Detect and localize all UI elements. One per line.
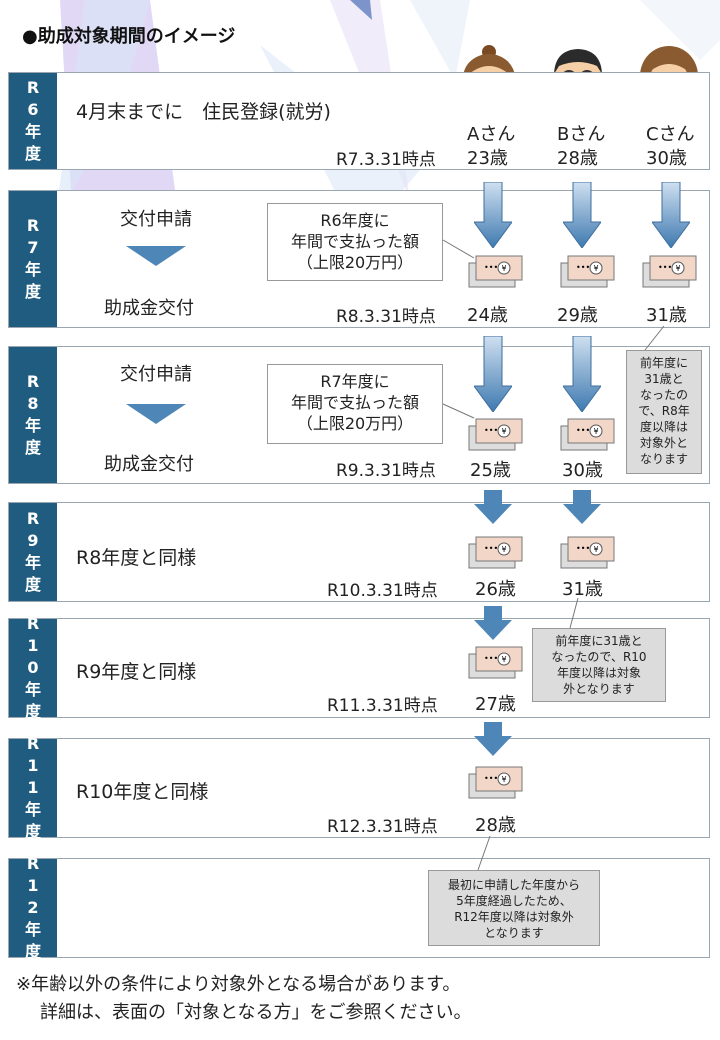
r6-age-a: 23歳 <box>467 148 508 169</box>
yen-ticket-icon: ¥••• <box>468 418 523 451</box>
yen-ticket-icon: ¥••• <box>642 255 697 288</box>
year-label-r7: R7年度 <box>9 191 57 327</box>
arrow-a-r9-icon <box>474 490 512 524</box>
footer-note-line2: 詳細は、表面の「対象となる方」をご参照ください。 <box>40 1002 472 1023</box>
r6-age-c: 30歳 <box>646 148 687 169</box>
r8-grant-label: 助成金交付 <box>104 454 194 475</box>
arrow-b-r7-icon <box>563 182 601 248</box>
arrow-a-r11-icon <box>474 722 512 756</box>
r7-amount-box: R6年度に年間で支払った額（上限20万円） <box>267 203 443 281</box>
r9-timepoint: R10.3.31時点 <box>327 581 438 601</box>
r6-description: 4月末までに 住民登録(就労) <box>76 101 331 123</box>
yen-ticket-icon: ¥••• <box>560 536 615 569</box>
svg-text:•••: ••• <box>576 426 590 435</box>
year-label-r11: R11年度 <box>9 734 57 841</box>
r8-timepoint: R9.3.31時点 <box>336 461 436 481</box>
year-label-r9: R9年度 <box>9 503 57 601</box>
yen-ticket-icon: ¥••• <box>468 766 523 799</box>
r7-timepoint: R8.3.31時点 <box>336 307 436 327</box>
r10-description: R9年度と同様 <box>76 661 197 683</box>
svg-text:•••: ••• <box>576 263 590 272</box>
r11-description: R10年度と同様 <box>76 781 209 803</box>
svg-text:¥: ¥ <box>501 655 506 664</box>
svg-text:¥: ¥ <box>501 775 506 784</box>
svg-text:¥: ¥ <box>675 264 680 273</box>
r10-age-a: 27歳 <box>475 694 516 715</box>
arrow-a-r8-icon <box>474 336 512 412</box>
r9-age-a: 26歳 <box>475 579 516 600</box>
svg-text:•••: ••• <box>484 774 498 783</box>
year-label-r8: R8年度 <box>9 347 57 483</box>
svg-text:¥: ¥ <box>593 427 598 436</box>
r10-timepoint: R11.3.31時点 <box>327 696 438 716</box>
arrow-a-r7-icon <box>474 182 512 248</box>
svg-text:•••: ••• <box>484 544 498 553</box>
r7-flow-arrow-icon <box>126 246 186 266</box>
footer-note-line1: ※年齢以外の条件により対象外となる場合があります。 <box>16 974 461 995</box>
arrow-c-r7-icon <box>652 182 690 248</box>
r11-age-a: 28歳 <box>475 815 516 836</box>
r9-age-b: 31歳 <box>562 579 603 600</box>
yen-ticket-icon: ¥••• <box>468 536 523 569</box>
person-a-name: Aさん <box>467 124 516 145</box>
svg-text:•••: ••• <box>576 544 590 553</box>
arrow-b-r9-icon <box>563 490 601 524</box>
r9-description: R8年度と同様 <box>76 547 197 569</box>
r8-flow-arrow-icon <box>126 404 186 424</box>
r7-age-c: 31歳 <box>646 305 687 326</box>
row-r11: R11年度 <box>8 734 710 841</box>
r7-age-a: 24歳 <box>467 305 508 326</box>
arrow-a-r10-icon <box>474 606 512 640</box>
r7-age-b: 29歳 <box>557 305 598 326</box>
r6-age-b: 28歳 <box>557 148 598 169</box>
r8-age-b: 30歳 <box>562 460 603 481</box>
r8-amount-box: R7年度に年間で支払った額（上限20万円） <box>267 364 443 444</box>
svg-text:•••: ••• <box>484 426 498 435</box>
year-label-r10: R10年度 <box>9 614 57 721</box>
svg-text:•••: ••• <box>658 263 672 272</box>
r8-apply-label: 交付申請 <box>120 364 192 385</box>
r7-apply-label: 交付申請 <box>120 209 192 230</box>
row-r6: R6年度 <box>8 72 710 170</box>
svg-text:¥: ¥ <box>501 427 506 436</box>
arrow-b-r8-icon <box>563 336 601 412</box>
svg-text:¥: ¥ <box>593 264 598 273</box>
person-b-name: Bさん <box>557 124 606 145</box>
yen-ticket-icon: ¥••• <box>560 255 615 288</box>
r8-age-a: 25歳 <box>470 460 511 481</box>
yen-ticket-icon: ¥••• <box>468 646 523 679</box>
page-title: ●助成対象期間のイメージ <box>22 26 236 47</box>
r6-timepoint: R7.3.31時点 <box>336 150 436 170</box>
year-label-r12: R12年度 <box>9 854 57 961</box>
r11-timepoint: R12.3.31時点 <box>327 817 438 837</box>
yen-ticket-icon: ¥••• <box>468 255 523 288</box>
yen-ticket-icon: ¥••• <box>560 418 615 451</box>
svg-text:•••: ••• <box>484 654 498 663</box>
svg-text:¥: ¥ <box>501 545 506 554</box>
svg-text:¥: ¥ <box>501 264 506 273</box>
r7-grant-label: 助成金交付 <box>104 298 194 319</box>
svg-text:¥: ¥ <box>593 545 598 554</box>
svg-text:•••: ••• <box>484 263 498 272</box>
person-c-name: Cさん <box>646 124 695 145</box>
year-label-r6: R6年度 <box>9 73 57 169</box>
